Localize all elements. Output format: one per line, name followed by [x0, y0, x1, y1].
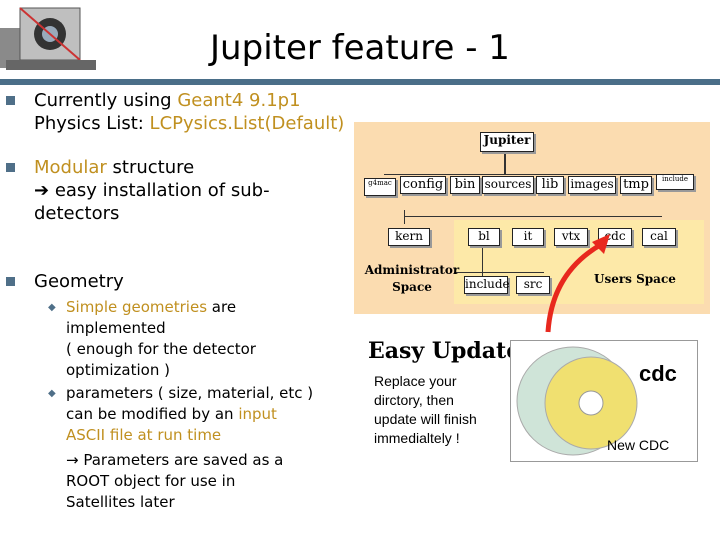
dir-tmp: tmp [620, 176, 652, 194]
page-title: Jupiter feature - 1 [210, 28, 510, 68]
dir-config: config [400, 176, 446, 194]
square-bullet-icon [6, 277, 15, 286]
connector [504, 152, 506, 174]
dir-it: it [512, 228, 544, 246]
text: Satellites later [66, 493, 175, 511]
arrow-icon: → [66, 451, 79, 469]
connector [454, 272, 544, 273]
cd-image: cdc New CDC [510, 340, 698, 462]
text: structure [106, 157, 195, 178]
easy-update-panel: Easy Update! Replace your dirctory, then… [360, 330, 700, 462]
text: ( enough for the detector [66, 340, 256, 358]
easy-update-title: Easy Update! [368, 338, 530, 364]
dir-vtx: vtx [554, 228, 588, 246]
subbullet-list: ◆ Simple geometries are implemented ( en… [48, 297, 348, 513]
diamond-bullet-icon: ◆ [48, 302, 56, 313]
text: detectors [34, 203, 120, 224]
highlight-text: LCPysics.List(Default) [149, 113, 345, 134]
easy-update-text: Replace your dirctory, then update will … [374, 372, 477, 448]
connector [384, 174, 694, 175]
dir-g4mac: g4mac [364, 178, 396, 196]
text-line: immedialtely ! [374, 430, 460, 446]
square-bullet-icon [6, 96, 15, 105]
dir-src: src [516, 276, 550, 294]
title-rule [0, 79, 720, 85]
text-line: Replace your [374, 373, 457, 389]
highlight-text: Geant4 9.1p1 [177, 90, 301, 111]
text: Parameters are saved as a [83, 451, 284, 469]
users-space-label: Users Space [594, 272, 676, 286]
dir-jupiter: Jupiter [480, 132, 534, 152]
square-bullet-icon [6, 163, 15, 172]
highlight-text: Simple geometries [66, 298, 208, 316]
connector [404, 210, 405, 224]
text: are [207, 298, 237, 316]
dir-sources: sources [482, 176, 534, 194]
text: implemented [66, 319, 166, 337]
dir-include-sub: include [464, 276, 510, 294]
dir-images: images [568, 176, 616, 194]
dir-kern: kern [388, 228, 430, 246]
arrow-icon: ➔ [34, 180, 50, 201]
detector-logo [0, 0, 110, 78]
text-line: dirctory, then [374, 392, 454, 408]
bullet-geant4: Currently using Geant4 9.1p1 Physics Lis… [6, 89, 354, 135]
text: optimization ) [66, 361, 170, 379]
text-line: update will finish [374, 411, 477, 427]
text: Currently using [34, 90, 178, 111]
connector [482, 248, 483, 278]
diamond-bullet-icon: ◆ [48, 388, 56, 399]
bullet-geometry: Geometry [6, 270, 314, 293]
text: can be modified by an [66, 405, 239, 423]
admin-space-label: Administrator Space [364, 263, 460, 294]
text: Geometry [34, 271, 124, 292]
dir-include: include [656, 174, 694, 190]
dir-bin: bin [450, 176, 480, 194]
update-arrow-icon [545, 234, 610, 333]
highlight-text: ASCII file at run time [66, 426, 222, 444]
text: ROOT object for use in [66, 472, 236, 490]
cdc-label: cdc [639, 361, 677, 386]
directory-diagram: Jupiter g4mac config bin sources lib ima… [354, 122, 710, 314]
text: parameters ( size, material, etc ) [66, 384, 314, 402]
bullet-modular: Modular structure ➔ easy installation of… [6, 156, 314, 225]
highlight-text: Modular [34, 157, 107, 178]
dir-lib: lib [536, 176, 564, 194]
connector [404, 216, 662, 217]
new-cdc-label: New CDC [607, 437, 670, 453]
text: easy installation of sub- [49, 180, 270, 201]
cd-icon [516, 346, 638, 456]
dir-cal: cal [642, 228, 676, 246]
highlight-text: input [238, 405, 277, 423]
text: Physics List: [34, 113, 150, 134]
dir-bl: bl [468, 228, 500, 246]
